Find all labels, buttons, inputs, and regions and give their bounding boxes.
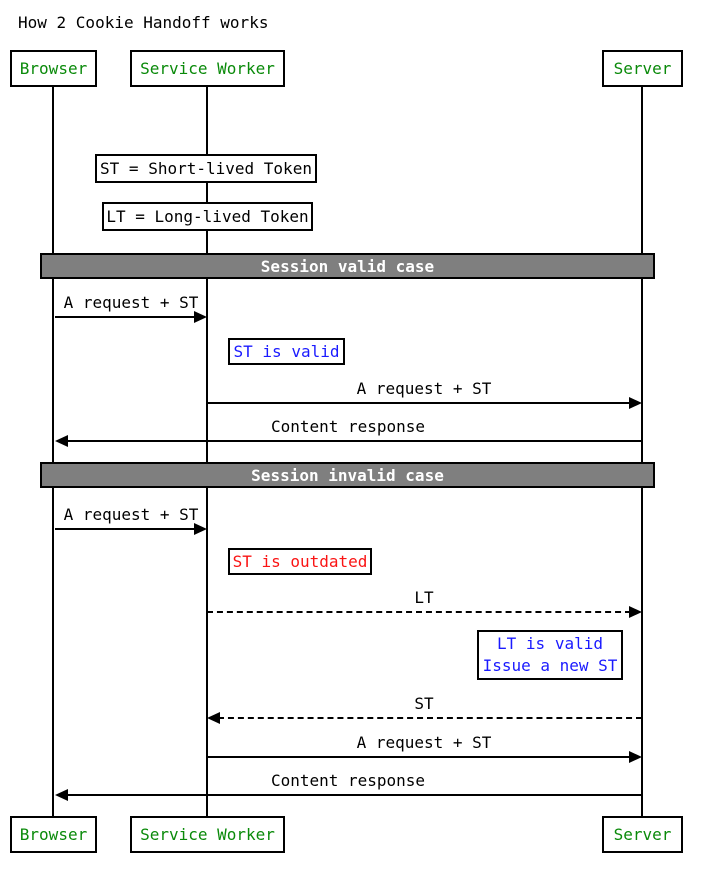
note-text: ST is valid [233,341,340,361]
lifeline-server [641,87,643,816]
note-text: LT is valid [497,634,603,653]
lifeline-browser [52,87,54,816]
message-line [55,316,196,318]
arrowhead-left-icon [207,712,220,724]
actor-label: Server [613,59,672,78]
message-line-dashed [207,611,631,613]
message-line [207,402,631,404]
section-band-invalid: Session invalid case [40,462,655,488]
lifeline-service-worker [206,87,208,816]
actor-label: Browser [19,825,88,844]
message-label: A request + ST [63,293,199,312]
actor-box-service-worker-top: Service Worker [130,50,285,87]
message-line [55,528,196,530]
message-label: ST [414,694,434,713]
page-title: How 2 Cookie Handoff works [18,13,269,32]
message-label: Content response [270,417,426,436]
note-st-is-valid: ST is valid [228,338,345,365]
actor-box-service-worker-bottom: Service Worker [130,816,285,853]
section-band-label: Session invalid case [251,465,444,485]
note-st-is-outdated: ST is outdated [228,548,372,575]
legend-note-st: ST = Short-lived Token [95,154,317,183]
legend-note-text: ST = Short-lived Token [100,158,312,178]
message-label: Content response [270,771,426,790]
note-text: Issue a new ST [482,656,618,675]
arrowhead-right-icon [629,397,642,409]
arrowhead-right-icon [194,311,207,323]
actor-label: Server [613,825,672,844]
arrowhead-right-icon [629,751,642,763]
note-lt-is-valid: LT is valid Issue a new ST [477,630,623,680]
message-line-dashed [218,717,642,719]
arrowhead-right-icon [629,606,642,618]
actor-box-browser-top: Browser [10,50,97,87]
actor-label: Browser [19,59,88,78]
message-label: A request + ST [356,379,492,398]
message-line [207,756,631,758]
section-band-label: Session valid case [260,256,435,276]
actor-box-browser-bottom: Browser [10,816,97,853]
legend-note-lt: LT = Long-lived Token [102,202,313,231]
actor-box-server-bottom: Server [602,816,683,853]
actor-label: Service Worker [140,59,275,78]
legend-note-text: LT = Long-lived Token [106,206,309,226]
message-label: LT [414,588,434,607]
note-text: ST is outdated [232,551,368,571]
message-label: A request + ST [63,505,199,524]
section-band-valid: Session valid case [40,253,655,279]
actor-box-server-top: Server [602,50,683,87]
message-line [66,440,642,442]
arrowhead-right-icon [194,523,207,535]
actor-label: Service Worker [140,825,275,844]
arrowhead-left-icon [55,789,68,801]
arrowhead-left-icon [55,435,68,447]
message-label: A request + ST [356,733,492,752]
message-line [66,794,642,796]
